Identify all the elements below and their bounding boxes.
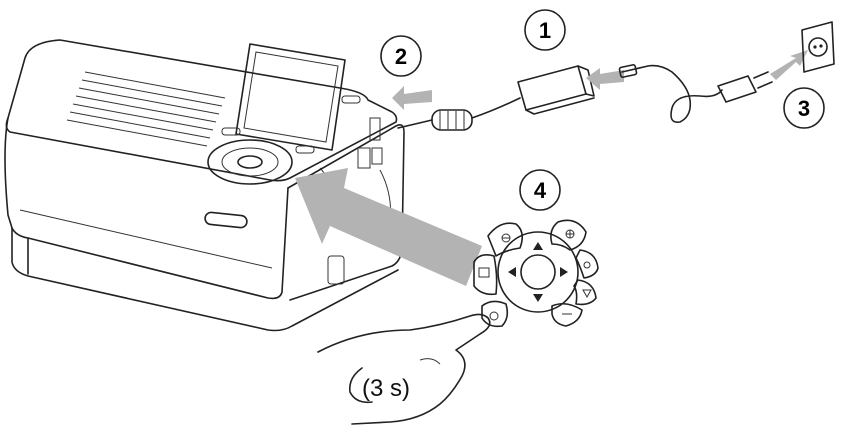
- step-number: 4: [534, 178, 547, 203]
- step-number: 1: [539, 18, 551, 43]
- connect-arrow-2: [392, 86, 432, 110]
- back-button: [551, 302, 583, 327]
- printer-icon: [4, 39, 405, 332]
- step-marker-2: 2: [380, 35, 422, 77]
- hold-duration-label: (3 s): [362, 375, 410, 402]
- step-number: 2: [395, 44, 407, 69]
- step-number: 3: [798, 96, 810, 121]
- step-marker-4: 4: [519, 169, 561, 211]
- step-marker-3: 3: [783, 87, 825, 129]
- menu-button: [473, 254, 498, 296]
- wall-outlet-icon: [801, 21, 835, 73]
- view-button: [575, 249, 599, 279]
- hand-icon: [317, 313, 491, 425]
- power-adapter-icon: [517, 65, 595, 115]
- connect-arrow-1: [586, 68, 624, 90]
- press-arrow: [295, 168, 482, 286]
- zoom-in-button: [550, 219, 587, 251]
- connect-arrow-3: [770, 50, 808, 80]
- control-pad-icon: [473, 219, 599, 328]
- ferrite-core-icon: [397, 97, 521, 131]
- step-marker-1: 1: [524, 9, 566, 51]
- power-button: [481, 300, 509, 328]
- favorite-button: [573, 279, 597, 306]
- ac-plug-icon: [717, 71, 773, 103]
- zoom-out-button: [487, 222, 524, 257]
